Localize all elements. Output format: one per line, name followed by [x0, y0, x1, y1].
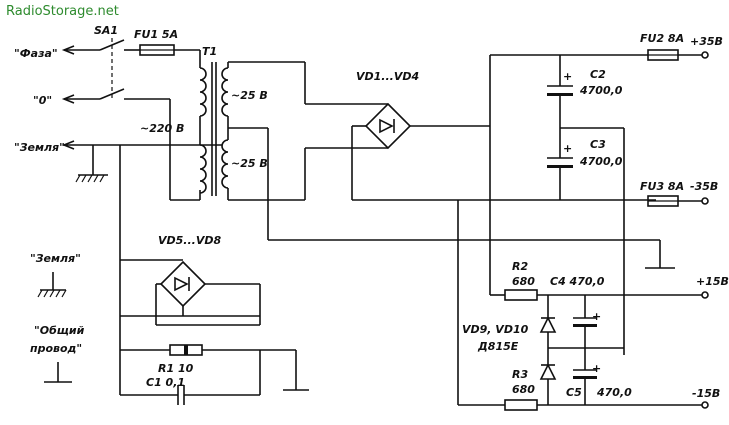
minus35-label: -35В: [690, 180, 718, 193]
c1-label: C1 0,1: [146, 376, 185, 389]
c3-plus-icon: +: [563, 142, 572, 155]
ground-bus: [267, 128, 675, 269]
c2-plus-icon: +: [563, 70, 572, 83]
c5-value: 470,0: [596, 386, 632, 399]
c3-ref: C3: [590, 138, 606, 151]
legend-common-label-2: провод": [30, 342, 82, 355]
switch-label: SA1: [94, 24, 118, 37]
plus35-label: +35В: [690, 35, 723, 48]
main-bridge-label: VD1...VD4: [356, 70, 419, 83]
fuse-fu1: FU1 5A: [134, 28, 200, 56]
r2-ref: R2: [512, 260, 528, 273]
r2-value: 680: [512, 275, 535, 288]
fu3-label: FU3 8A: [640, 180, 684, 193]
t1-label: T1: [202, 45, 217, 58]
r1-label: R1 10: [158, 362, 194, 375]
ground-bridge: VD5...VD8 R1 10 C1 0,1: [119, 145, 309, 405]
phase-label: "Фаза": [14, 47, 58, 60]
minus15-terminal-icon: [701, 401, 709, 409]
minus35-terminal-icon: [701, 197, 709, 205]
c3-value: 4700,0: [579, 155, 623, 168]
zero-label: "0": [33, 94, 52, 107]
input-terminals: "Фаза" "0" "Земля": [14, 45, 222, 154]
r3-ref: R3: [512, 368, 528, 381]
plus15-label: +15В: [696, 275, 729, 288]
main-bridge: VD1...VD4: [304, 62, 656, 201]
main-filter: + C2 4700,0 + C3 4700,0: [489, 54, 648, 355]
fuse-fu2: FU2 8A +35В: [640, 32, 723, 61]
zener-type: Д815Е: [477, 340, 519, 353]
legend-common-label-1: "Общий: [34, 324, 85, 337]
zener-ref: VD9, VD10: [462, 323, 529, 336]
stabilizer-15v: R2 680 +15В C4 470,0 VD9, VD10 Д815Е + +…: [457, 200, 729, 411]
secondary-bottom-label: ~25 В: [231, 157, 268, 170]
c4-label: C4 470,0: [550, 275, 605, 288]
switch-sa1: SA1: [94, 24, 170, 100]
watermark-text: RadioStorage.net: [6, 4, 119, 19]
earth-symbol-input: [75, 145, 108, 183]
c4-plus-icon: +: [592, 310, 601, 323]
plus35-terminal-icon: [701, 51, 709, 59]
plus15-terminal-icon: [701, 291, 709, 299]
c5-plus-icon: +: [592, 362, 601, 375]
legend: "Земля" "Общий провод": [30, 252, 85, 383]
primary-voltage-label: ~220 В: [140, 122, 184, 135]
r3-value: 680: [512, 383, 535, 396]
transformer-t1: T1 ~220 В ~25 В ~25 В: [140, 45, 305, 201]
legend-ground-label: "Земля": [30, 252, 81, 265]
fuse-fu3: FU3 8A -35В: [640, 180, 718, 207]
fu2-label: FU2 8A: [640, 32, 684, 45]
c2-value: 4700,0: [579, 84, 623, 97]
ground-bridge-label: VD5...VD8: [158, 234, 221, 247]
minus15-label: -15В: [692, 387, 720, 400]
c2-ref: C2: [590, 68, 606, 81]
fu1-label: FU1 5A: [134, 28, 178, 41]
secondary-top-label: ~25 В: [231, 89, 268, 102]
c5-ref: C5: [566, 386, 582, 399]
ground-label: "Земля": [14, 141, 65, 154]
